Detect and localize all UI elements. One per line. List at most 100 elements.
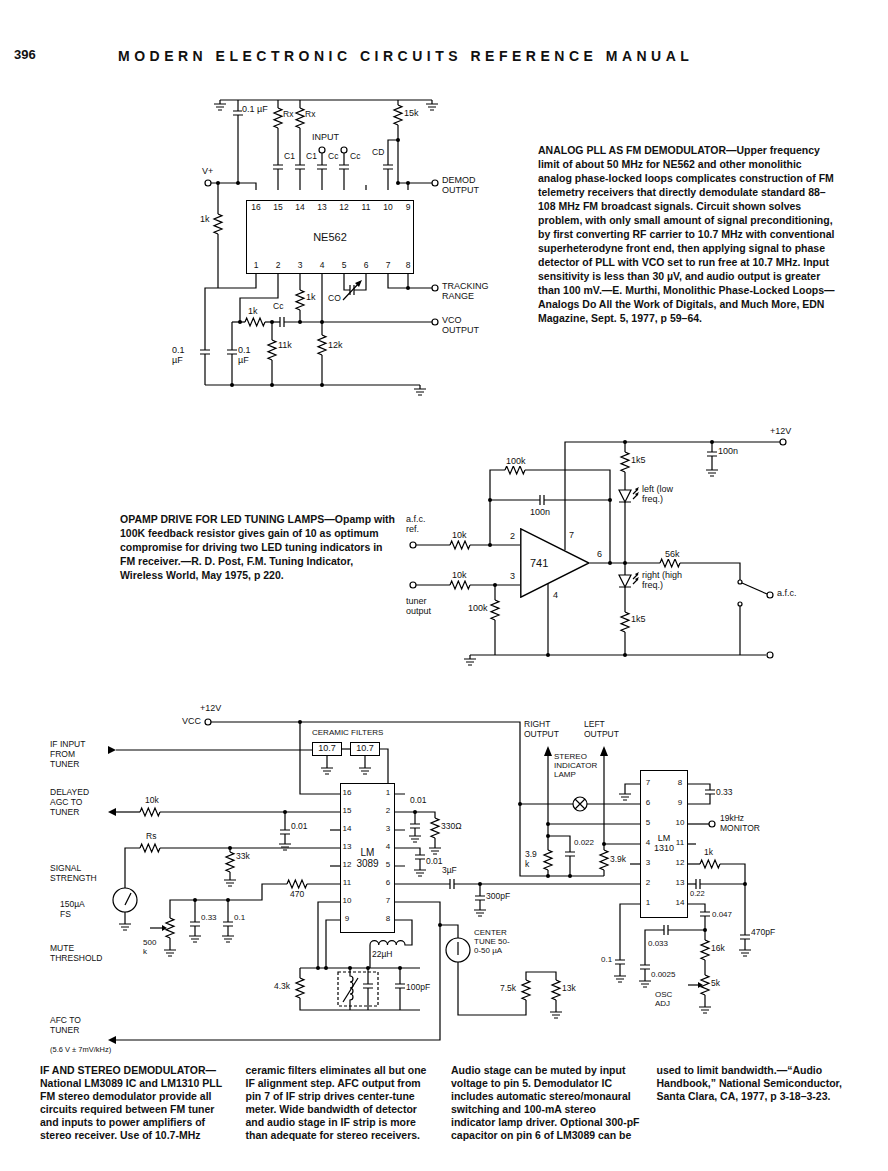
- component-label: tuner output: [406, 596, 442, 617]
- pin-number: 5: [336, 261, 352, 271]
- terminal-symbol: [518, 802, 522, 806]
- wire-line: [395, 883, 450, 884]
- pin-number: 12: [672, 858, 688, 867]
- component-label: LEFT OUTPUT: [584, 720, 624, 740]
- pin-number: 13: [672, 878, 688, 887]
- terminal-symbol: [398, 966, 402, 970]
- wire-line: [277, 169, 278, 190]
- wire-line: [367, 968, 368, 984]
- component-symbol: [505, 466, 525, 474]
- node-text: LM 3089: [355, 847, 381, 869]
- wire-line: [704, 960, 705, 975]
- wire-line: [494, 620, 495, 655]
- component-symbol: [245, 318, 265, 326]
- wire-line: [395, 794, 405, 866]
- pin-number: 4: [640, 838, 656, 847]
- pin-number: 7: [640, 778, 656, 787]
- component-label: MUTE THRESHOLD: [50, 944, 116, 964]
- wire-line: [108, 746, 116, 754]
- component-label: DEMOD OUTPUT: [442, 175, 487, 196]
- pin-number: 2: [270, 261, 286, 271]
- component-label: 100k: [468, 603, 488, 613]
- opamp-triangle: 741: [520, 528, 590, 598]
- if-stereo-schematic: [108, 719, 751, 1044]
- component-label: 3.9 k: [525, 850, 539, 870]
- pin-number: 10: [380, 203, 396, 213]
- component-label: 100n: [718, 446, 738, 456]
- wire-line: [150, 927, 162, 928]
- component-label: VCO OUTPUT: [442, 315, 487, 336]
- wire-line: [355, 280, 362, 287]
- component-label: IF INPUT FROM TUNER: [50, 740, 106, 769]
- component-symbol: [339, 165, 349, 169]
- component-label: 0.1: [234, 913, 245, 922]
- wire-line: [619, 502, 631, 575]
- component-label: 0.1 µF: [172, 345, 190, 366]
- pin-number: 5: [640, 818, 656, 827]
- terminal-symbol: [193, 898, 197, 902]
- component-symbol: [363, 984, 373, 988]
- wire-line: [388, 274, 432, 288]
- wire-line: [624, 632, 625, 655]
- component-label: 0.1: [601, 955, 612, 964]
- terminal-symbol: [478, 882, 482, 886]
- terminal-symbol: [767, 592, 773, 598]
- caption-text: ANALOG PLL AS FM DEMODULATOR—Upper frequ…: [538, 143, 838, 325]
- wire-line: [227, 926, 228, 932]
- pin-number: 8: [672, 778, 688, 787]
- wire-line: [494, 585, 495, 600]
- component-symbol: [189, 932, 201, 942]
- wire-line: [544, 746, 552, 756]
- wire-line: [410, 439, 786, 658]
- wire-line: [704, 995, 705, 1003]
- wire-line: [299, 274, 300, 290]
- component-label: Rs: [146, 832, 156, 842]
- component-symbol: [522, 980, 530, 1000]
- component-label: +12V: [200, 703, 221, 713]
- wire-line: [367, 988, 368, 1010]
- wire-line: [604, 843, 640, 844]
- component-label: Cc: [350, 152, 360, 162]
- component-symbol: [550, 1008, 562, 1018]
- component-symbol: [190, 922, 200, 926]
- ceramic-filter: 10.7: [312, 742, 342, 756]
- component-symbol: [450, 879, 454, 889]
- terminal-symbol: [546, 653, 550, 657]
- component-label: 3µF: [442, 866, 457, 876]
- component-symbol: [464, 655, 476, 665]
- node-text: LM 1310: [652, 834, 676, 854]
- component-symbol: [700, 912, 710, 916]
- terminal-symbol: [738, 602, 742, 606]
- wire-line: [407, 274, 408, 288]
- wire-line: [440, 925, 458, 938]
- component-label: right (high freq.): [642, 570, 704, 591]
- terminal-symbol: [238, 320, 242, 324]
- terminal-symbol: [767, 652, 773, 658]
- wire-line: [205, 719, 715, 827]
- terminal-symbol: [205, 719, 211, 725]
- wire-line: [125, 893, 131, 905]
- component-label: 1k5: [631, 455, 646, 465]
- component-label: 15k: [404, 108, 419, 118]
- ceramic-filter: 10.7: [350, 742, 380, 756]
- wire-line: [395, 848, 420, 855]
- component-label: 4: [553, 590, 558, 600]
- terminal-symbol: [488, 498, 492, 502]
- component-symbol: [224, 876, 236, 886]
- terminal-symbol: [236, 181, 240, 185]
- terminal-symbol: [348, 966, 352, 970]
- wire-line: [116, 811, 140, 812]
- wire-line: [299, 968, 300, 978]
- component-label: TRACKING RANGE: [442, 281, 494, 302]
- wire-line: [565, 442, 780, 550]
- pin-number: 14: [292, 203, 308, 213]
- terminal-symbol: [396, 181, 400, 185]
- node-text: 10.7: [318, 744, 336, 754]
- wire-line: [688, 863, 700, 864]
- component-label: 0.01: [291, 822, 308, 832]
- component-label: Rx: [305, 110, 315, 120]
- wire-line: [344, 274, 350, 290]
- terminal-symbol: [568, 874, 572, 878]
- component-label: 56k: [665, 549, 680, 559]
- wire-line: [321, 274, 322, 335]
